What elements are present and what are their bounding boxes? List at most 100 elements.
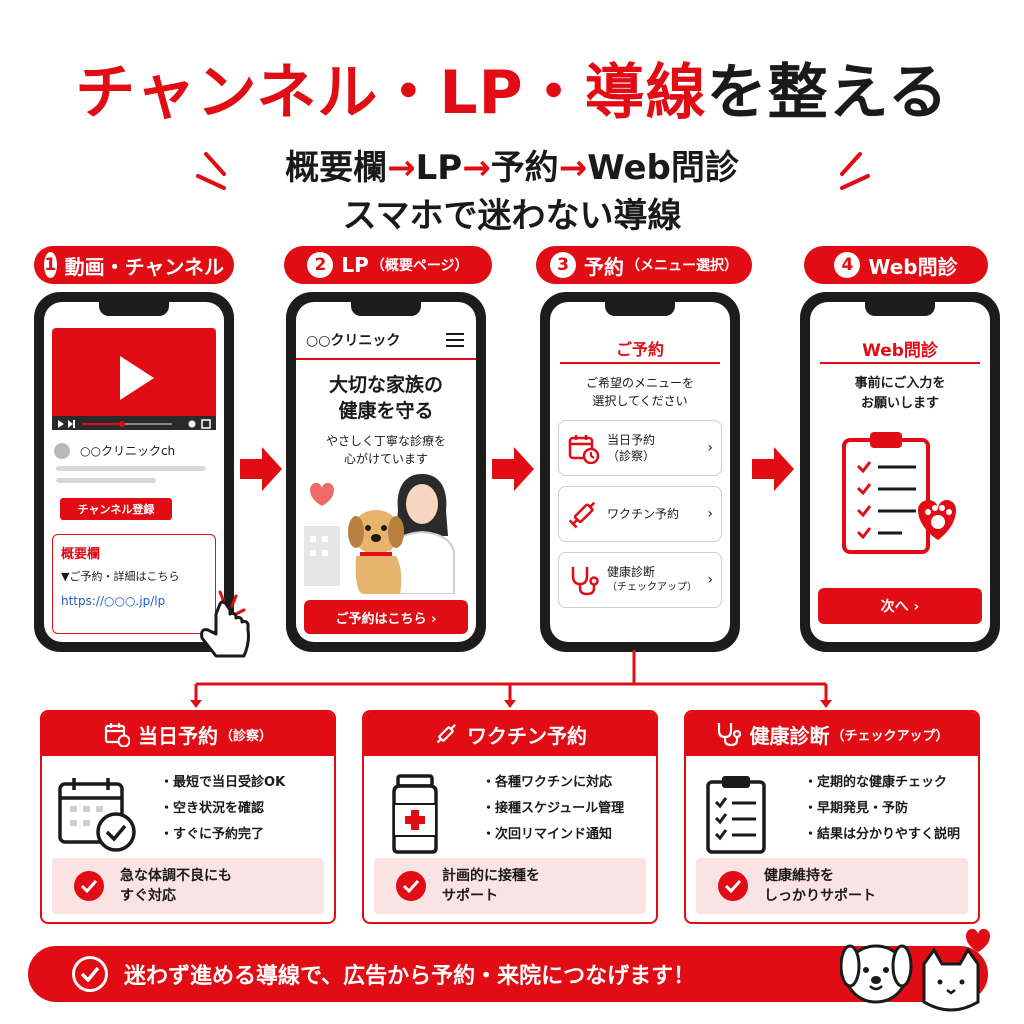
card-header: 当日予約（診察）	[42, 712, 334, 756]
instruction-line2: 選択してください	[592, 394, 688, 408]
phone-notch	[865, 302, 935, 316]
step-number: 3	[550, 252, 576, 278]
check-icon	[72, 956, 108, 992]
menu-label: 当日予約	[607, 433, 656, 447]
subtitle-arrow: →	[558, 148, 588, 188]
card-benefit: 健康維持をしっかりサポート	[696, 858, 968, 914]
menu-vaccine[interactable]: ワクチン予約 ›	[558, 486, 722, 542]
check-icon	[718, 871, 748, 901]
card-header: ワクチン予約	[364, 712, 656, 756]
clipboard-paw-icon	[842, 432, 956, 554]
card-checkup: 健康診断（チェックアップ） 定期的な健康チェック 早期発見・予防 結果は分かりや…	[684, 710, 980, 924]
phone-video-channel: ○○クリニックch チャンネル登録 概要欄 ▼ご予約・詳細はこちら https:…	[34, 292, 234, 652]
checklist-clipboard-icon	[706, 776, 766, 854]
step-label: 予約	[584, 254, 624, 279]
phone-reservation: ご予約 ご希望のメニューを 選択してください 当日予約（診察） ›	[540, 292, 740, 652]
benefit-line1: 健康維持を	[764, 868, 834, 884]
placeholder-line	[56, 466, 206, 471]
title-part2: 導線	[584, 58, 707, 128]
feature-item: 定期的な健康チェック	[804, 770, 960, 796]
step-label: 動画・チャンネル	[64, 254, 224, 279]
accent-lines-left-icon	[196, 152, 226, 190]
description-heading: 概要欄	[61, 547, 101, 562]
menu-checkup[interactable]: 健康診断（チェックアップ） ›	[558, 552, 722, 608]
channel-row[interactable]: ○○クリニックch	[54, 442, 175, 459]
subtitle-arrow: →	[387, 148, 416, 188]
next-button[interactable]: 次へ ›	[818, 588, 982, 624]
lp-headline-line1: 大切な家族の	[328, 374, 443, 396]
title-part3: を整える	[706, 58, 949, 128]
phone-screen: Web問診 事前にご入力を お願いします 次へ ›	[810, 302, 990, 642]
menu-sublabel: （診察）	[607, 449, 656, 463]
syringe-icon	[568, 501, 596, 529]
subtitle-line2: スマホで迷わない導線	[342, 196, 682, 236]
phone-landing-page: ○○クリニック 大切な家族の 健康を守る やさしく丁寧な診療を 心がけています	[286, 292, 486, 652]
page-title: チャンネル・LP・導線を整える	[0, 44, 1024, 131]
subtitle-item-desc: 概要欄	[285, 148, 388, 188]
syringe-icon	[436, 724, 456, 744]
subtitle-item-lp: LP	[415, 148, 463, 188]
card-benefit: 計画的に接種をサポート	[374, 858, 646, 914]
calendar-clock-icon	[104, 723, 130, 747]
feature-item: 空き状況を確認	[160, 796, 285, 822]
calendar-clock-icon	[568, 435, 600, 464]
menu-label: ワクチン予約	[607, 507, 680, 521]
feature-item: すぐに予約完了	[160, 822, 285, 848]
clinic-name: ○○クリニック	[306, 333, 401, 349]
benefit-line2: サポート	[442, 888, 498, 904]
lp-headline-line2: 健康を守る	[338, 400, 434, 422]
subtitle-item-webq: Web問診	[587, 148, 739, 188]
doctor-with-dog-icon	[304, 474, 455, 594]
step-pill-3: 3 予約（メニュー選択）	[536, 246, 752, 284]
description-link[interactable]: https://○○○.jp/lp	[61, 594, 166, 608]
flow-arrow-icon	[492, 447, 534, 491]
feature-list: 定期的な健康チェック 早期発見・予防 結果は分かりやすく説明	[804, 770, 960, 848]
card-same-day: 当日予約（診察） 最短で当日受診OK 空き状況を確認 すぐに予約完了 急な体調不…	[40, 710, 336, 924]
feature-item: 各種ワクチンに対応	[482, 770, 624, 796]
benefit-line2: しっかりサポート	[764, 888, 876, 904]
feature-list: 最短で当日受診OK 空き状況を確認 すぐに予約完了	[160, 770, 285, 848]
accent-lines-right-icon	[840, 152, 870, 190]
subtitle-item-reserve: 予約	[490, 148, 559, 188]
title-part1: チャンネル・LP・	[75, 58, 585, 128]
tap-hand-icon	[200, 590, 250, 658]
feature-item: 結果は分かりやすく説明	[804, 822, 960, 848]
chevron-right-icon: ›	[707, 506, 713, 522]
feature-item: 最短で当日受診OK	[160, 770, 285, 796]
card-vaccine: ワクチン予約 各種ワクチンに対応 接種スケジュール管理 次回リマインド通知 計画…	[362, 710, 658, 924]
bottom-banner: 迷わず進める導線で、広告から予約・来院につなげます！	[28, 946, 988, 1002]
card-title: ワクチン予約	[467, 723, 587, 748]
reserve-cta-button[interactable]: ご予約はこちら ›	[304, 600, 468, 634]
lp-text-line2: 心がけています	[343, 452, 428, 466]
play-icon[interactable]	[52, 328, 216, 428]
phone-notch	[351, 302, 421, 316]
check-icon	[74, 871, 104, 901]
stethoscope-icon	[571, 567, 599, 596]
menu-same-day[interactable]: 当日予約（診察） ›	[558, 420, 722, 476]
feature-item: 次回リマインド通知	[482, 822, 624, 848]
card-title: 健康診断	[749, 723, 830, 748]
card-title-sub: （チェックアップ）	[831, 728, 949, 744]
benefit-line1: 急な体調不良にも	[120, 868, 232, 884]
lp-headline: 大切な家族の 健康を守る	[296, 372, 476, 424]
phone-notch	[605, 302, 675, 316]
lp-description: やさしく丁寧な診療を 心がけています	[296, 432, 476, 468]
benefit-line2: すぐ対応	[120, 888, 176, 904]
video-controls[interactable]	[52, 416, 216, 430]
hamburger-menu-icon[interactable]	[446, 332, 464, 348]
step-sublabel: （メニュー選択）	[626, 258, 738, 274]
instruction-line1: 事前にご入力を	[854, 376, 946, 391]
video-player[interactable]	[52, 328, 216, 428]
dog-and-cat-icon	[840, 928, 990, 1012]
subscribe-button[interactable]: チャンネル登録	[60, 498, 172, 520]
description-line: ▼ご予約・詳細はこちら	[61, 570, 180, 583]
step-number: 2	[307, 252, 334, 278]
medicine-bottle-icon	[392, 774, 438, 854]
benefit-line1: 計画的に接種を	[442, 868, 540, 884]
channel-avatar	[54, 442, 70, 459]
card-benefit: 急な体調不良にもすぐ対応	[52, 858, 324, 914]
card-header: 健康診断（チェックアップ）	[686, 712, 978, 756]
chevron-right-icon: ›	[707, 572, 713, 588]
